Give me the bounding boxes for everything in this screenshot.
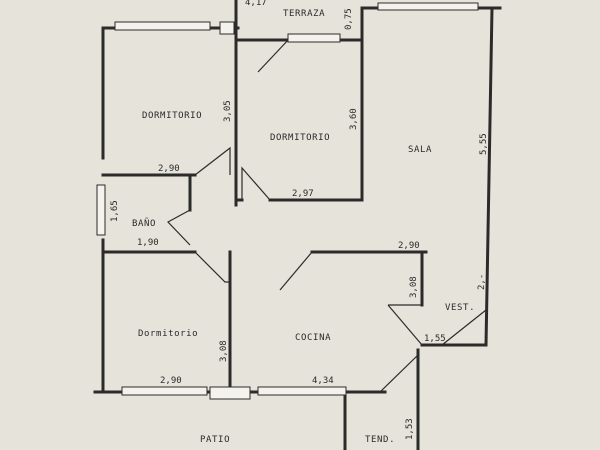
dorm1-door [194,146,231,176]
label-dormitorio-1: DORMITORIO [142,111,202,121]
bath-left-window [96,184,106,236]
dimension-labels: 4,17 0,75 3,05 2,90 3,60 2,97 5,55 1,65 … [110,0,489,440]
dim-terraza-width: 4,17 [245,0,267,8]
cocina-bottom-window [257,386,347,396]
sala-right-wall [484,6,494,347]
label-dormitorio-3: Dormitorio [138,329,198,339]
dim-vest-depth: 2,- [477,274,487,290]
label-sala: SALA [408,145,432,155]
dorm3-corner [209,386,251,400]
cocina-door [279,251,313,291]
terraza-door [257,37,291,73]
dim-bano-width: 1,90 [137,238,159,248]
label-vest: VEST. [445,303,475,313]
label-dormitorio-2: DORMITORIO [270,133,330,143]
patio-door [379,354,419,393]
dim-dorm3-depth: 3,08 [219,340,229,362]
room-labels: TERRAZA DORMITORIO DORMITORIO SALA BAÑO … [132,9,475,445]
sala-top-window [377,2,479,11]
dim-dorm2-width: 2,97 [292,189,314,199]
dim-terraza-depth: 0,75 [344,8,354,30]
dim-tend-depth: 1,53 [405,418,415,440]
doors [167,37,487,393]
dim-cocina-width-top: 2,90 [398,241,420,251]
label-cocina: COCINA [295,333,331,343]
dim-sala-depth: 5,55 [479,133,489,155]
dorm1-corner [219,21,235,35]
dim-bano-depth: 1,65 [110,200,120,222]
label-terraza: TERRAZA [283,9,325,19]
vest-door-2 [441,309,487,346]
dim-dorm1-width: 2,90 [158,164,180,174]
terraza-window [287,33,341,43]
bath-door [167,209,191,246]
dorm3-door [194,251,230,283]
label-bano: BAÑO [132,218,156,229]
label-patio: PATIO [200,435,230,445]
dorm2-door [241,166,271,201]
dim-dorm3-width: 2,90 [160,376,182,386]
dorm1-top-window [114,21,211,31]
dim-cocina-depth-right: 3,08 [409,276,419,298]
label-tend: TEND. [365,435,395,445]
dim-dorm1-depth: 3,05 [223,100,233,122]
vest-door [387,304,423,346]
dim-cocina-width-bottom: 4,34 [312,376,334,386]
dorm3-bottom-window [121,386,208,396]
windows [96,2,479,400]
dim-dorm2-depth: 3,60 [349,108,359,130]
dim-vest-width: 1,55 [424,334,446,344]
